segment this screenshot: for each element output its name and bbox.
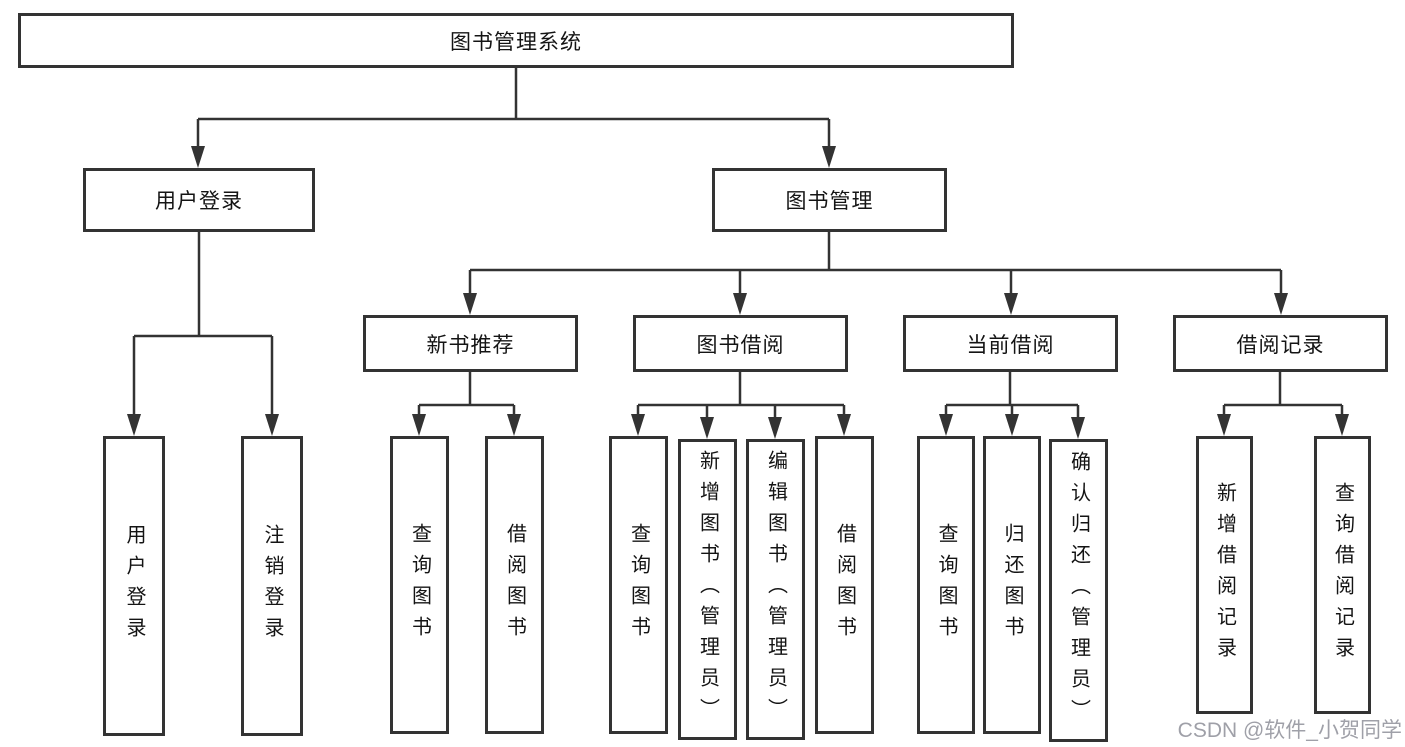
leaf-confirm-return-admin: 确认归还（管理员） — [1049, 439, 1108, 742]
leaf-query-books-current-label: 查询图书 — [935, 523, 957, 647]
leaf-borrow-books-recommend: 借阅图书 — [485, 436, 544, 734]
connector-new-book-recommend-to-children — [412, 372, 521, 436]
leaf-edit-book-admin-label: 编辑图书（管理员） — [764, 450, 787, 729]
leaf-add-book-admin: 新增图书（管理员） — [678, 439, 737, 740]
leaf-return-books: 归还图书 — [983, 436, 1041, 734]
node-book-management-label: 图书管理 — [785, 190, 874, 213]
node-user-login-label: 用户登录 — [155, 190, 243, 213]
connector-book-management-to-children — [463, 232, 1288, 315]
node-book-borrow-label: 图书借阅 — [696, 333, 785, 357]
leaf-borrow-books-recommend-label: 借阅图书 — [503, 523, 526, 647]
leaf-query-books-recommend-label: 查询图书 — [408, 523, 431, 647]
leaf-query-books-borrow: 查询图书 — [609, 436, 668, 734]
node-borrow-records: 借阅记录 — [1173, 315, 1388, 372]
node-new-book-recommend: 新书推荐 — [363, 315, 578, 372]
leaf-borrow-books: 借阅图书 — [815, 436, 874, 734]
leaf-logout-label: 注销登录 — [261, 524, 283, 648]
connector-current-borrow-to-children — [939, 372, 1085, 439]
leaf-query-books-recommend: 查询图书 — [390, 436, 449, 734]
node-borrow-records-label: 借阅记录 — [1236, 333, 1325, 357]
node-current-borrow: 当前借阅 — [903, 315, 1118, 372]
connector-root-to-level2 — [191, 68, 836, 168]
leaf-add-book-admin-label: 新增图书（管理员） — [696, 450, 719, 729]
leaf-user-login: 用户登录 — [103, 436, 165, 736]
node-current-borrow-label: 当前借阅 — [966, 333, 1055, 357]
watermark-text: CSDN @软件_小贺同学 — [1177, 719, 1402, 742]
connector-book-borrow-to-children — [631, 372, 851, 439]
leaf-edit-book-admin: 编辑图书（管理员） — [746, 439, 805, 740]
leaf-query-books-borrow-label: 查询图书 — [627, 523, 650, 647]
connector-borrow-records-to-children — [1217, 372, 1349, 436]
node-user-login: 用户登录 — [83, 168, 315, 232]
leaf-return-books-label: 归还图书 — [1001, 523, 1023, 647]
node-root-label: 图书管理系统 — [450, 30, 582, 54]
leaf-confirm-return-admin-label: 确认归还（管理员） — [1067, 451, 1090, 730]
node-book-management: 图书管理 — [712, 168, 947, 232]
node-root: 图书管理系统 — [18, 13, 1014, 68]
leaf-user-login-label: 用户登录 — [123, 524, 145, 648]
node-new-book-recommend-label: 新书推荐 — [426, 333, 515, 357]
node-book-borrow: 图书借阅 — [633, 315, 848, 372]
leaf-logout: 注销登录 — [241, 436, 303, 736]
leaf-query-books-current: 查询图书 — [917, 436, 975, 734]
leaf-query-borrow-record: 查询借阅记录 — [1314, 436, 1371, 714]
leaf-borrow-books-label: 借阅图书 — [833, 523, 856, 647]
leaf-query-borrow-record-label: 查询借阅记录 — [1331, 482, 1354, 668]
connector-user-login-to-children — [127, 232, 279, 436]
leaf-add-borrow-record: 新增借阅记录 — [1196, 436, 1253, 714]
leaf-add-borrow-record-label: 新增借阅记录 — [1213, 482, 1236, 668]
